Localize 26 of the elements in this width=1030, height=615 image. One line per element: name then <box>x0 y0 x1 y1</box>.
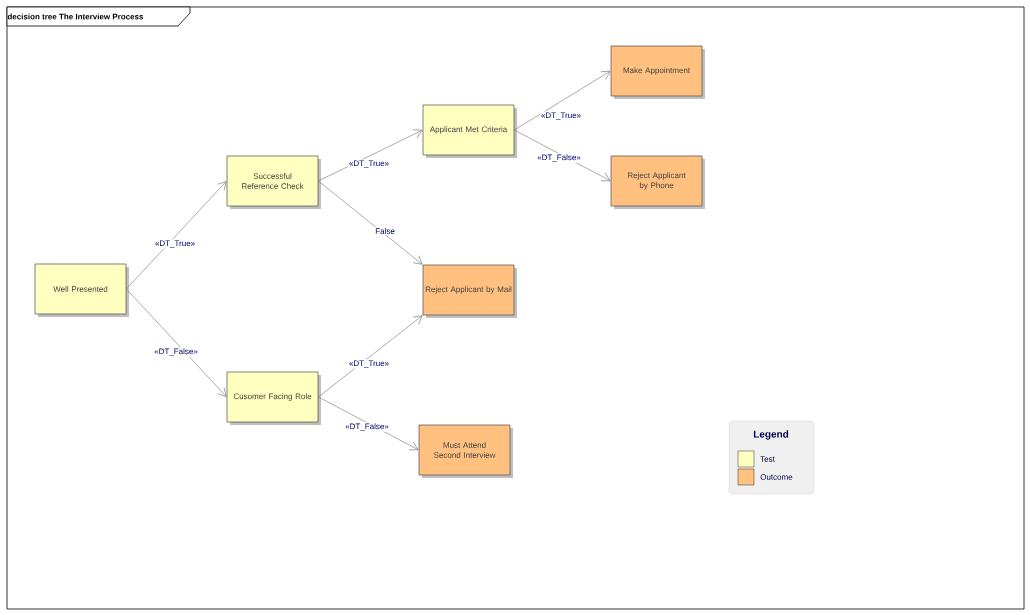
outcome-box: Reject Applicant by Phone <box>610 155 703 207</box>
arrow <box>318 315 423 398</box>
legend-text: Outcome <box>760 474 793 480</box>
arrow <box>514 71 611 131</box>
test-box: Applicant Met Criteria <box>422 104 515 156</box>
edge-label: «DT_False» <box>536 153 582 163</box>
edge-label: «DT_False» <box>344 422 390 432</box>
edge-label: False <box>374 227 396 235</box>
arrow <box>318 180 423 265</box>
arrow <box>126 288 227 397</box>
outcome-box: Must Attend Second Interview <box>418 424 511 476</box>
edge-label: «DT_True» <box>539 111 583 121</box>
test-box: Cusomer Facing Role <box>226 371 319 423</box>
outcome-box: Make Appointment <box>610 45 703 97</box>
test-box: Well Presented <box>34 263 127 315</box>
legend-heading: Legend <box>753 430 789 440</box>
outcome-box: Reject Applicant by Mail <box>422 264 515 316</box>
edge-label: «DT_True» <box>153 239 197 249</box>
legend-text: Test <box>760 456 775 462</box>
edge-label: «DT_True» <box>347 359 391 369</box>
test-box: Successful Reference Check <box>226 155 319 207</box>
frame-title-tab: decision tree The Interview Process <box>6 6 191 27</box>
arrow <box>318 129 423 182</box>
edge-label: «DT_False» <box>153 347 199 357</box>
edge-label: «DT_True» <box>347 159 391 169</box>
arrow <box>126 181 227 290</box>
